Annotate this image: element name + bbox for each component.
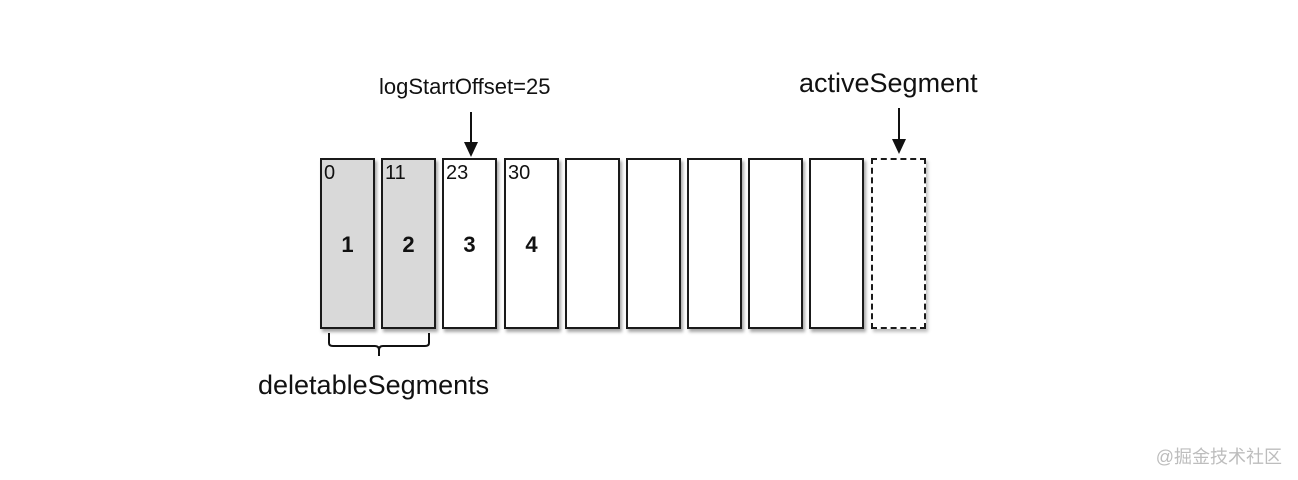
segment-offset: 30 bbox=[508, 162, 531, 184]
deletable-segments-label: deletableSegments bbox=[258, 370, 490, 400]
active-segment-box bbox=[871, 158, 926, 329]
segment-2: 11 2 bbox=[381, 158, 436, 329]
segment-offset: 11 bbox=[385, 162, 406, 184]
segment-4: 30 4 bbox=[504, 158, 559, 329]
watermark: @掘金技术社区 bbox=[1155, 447, 1282, 467]
segment-3: 23 3 bbox=[442, 158, 497, 329]
segment-index: 1 bbox=[341, 232, 354, 257]
segment-offset: 23 bbox=[446, 162, 469, 184]
segment-offset: 0 bbox=[324, 162, 336, 184]
segment-index: 4 bbox=[525, 232, 538, 257]
segment-8 bbox=[748, 158, 803, 329]
log-start-arrow-icon bbox=[464, 112, 478, 157]
segment-index: 3 bbox=[463, 232, 476, 257]
segment-5 bbox=[565, 158, 620, 329]
log-start-offset-label: logStartOffset=25 bbox=[379, 74, 551, 99]
segment-9 bbox=[809, 158, 864, 329]
active-segment-label: activeSegment bbox=[799, 68, 978, 98]
active-segment-arrow-icon bbox=[892, 108, 906, 154]
segment-index: 2 bbox=[402, 232, 415, 257]
deletable-brace-icon bbox=[328, 333, 430, 356]
segment-7 bbox=[687, 158, 742, 329]
segment-6 bbox=[626, 158, 681, 329]
segment-1: 0 1 bbox=[320, 158, 375, 329]
